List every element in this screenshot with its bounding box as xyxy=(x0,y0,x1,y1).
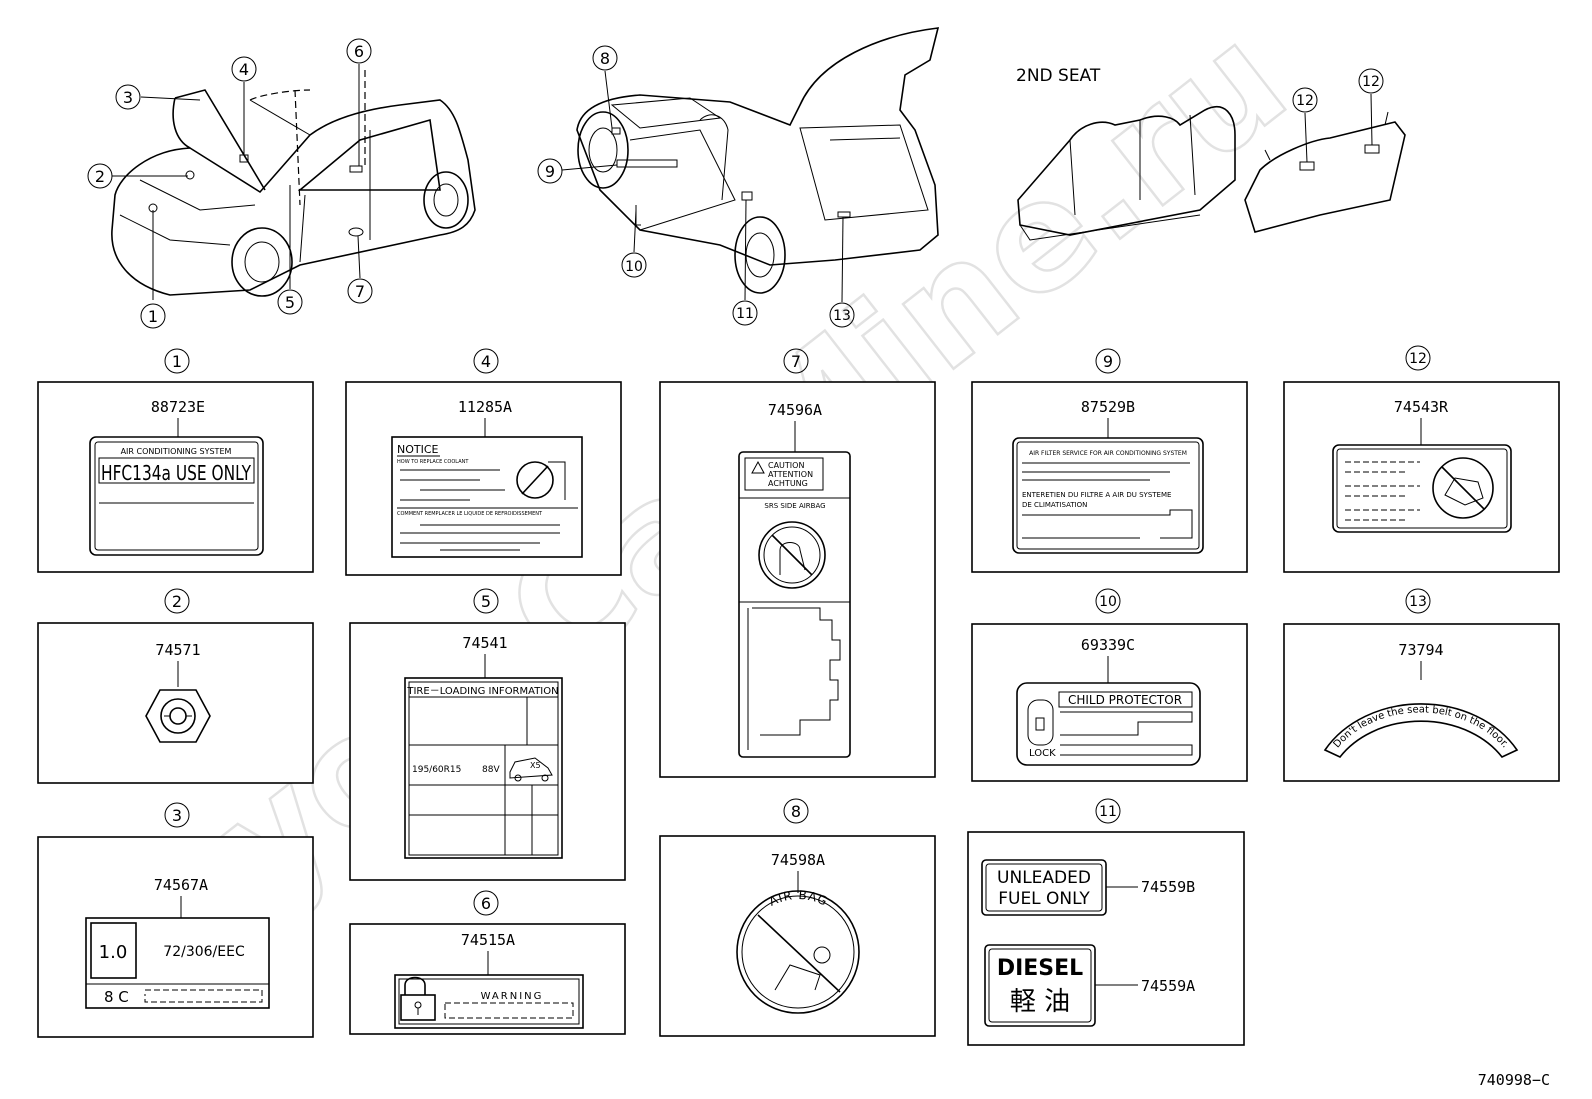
panel-2: 2 74571 xyxy=(37,588,314,784)
callout-8: 8 xyxy=(600,49,610,68)
part-number-74543R: 74543R xyxy=(1394,398,1449,416)
hfc-text: HFC134a USE ONLY xyxy=(101,461,252,485)
panel-4: 4 11285A NOTICE HOW TO REPLACE COOLANT C… xyxy=(345,348,622,576)
notice-sub1: HOW TO REPLACE COOLANT xyxy=(397,459,469,465)
part-number-74596A: 74596A xyxy=(768,401,822,419)
tire-loading-title: TIRE－LOADING INFORMATION xyxy=(406,686,558,697)
callout-13: 13 xyxy=(833,308,851,324)
panel-10-callout: 10 xyxy=(1099,594,1117,610)
panel-5-callout: 5 xyxy=(481,592,491,611)
tire-count: X5 xyxy=(530,761,541,770)
diesel-kanji: 軽 油 xyxy=(1010,987,1070,1017)
bottom-code: 8 C xyxy=(104,988,129,1006)
second-seat-label: 2ND SEAT xyxy=(1016,66,1101,86)
part-number-74571: 74571 xyxy=(155,641,200,659)
part-number-69339C: 69339C xyxy=(1081,636,1135,654)
capacity-value: 1.0 xyxy=(99,942,128,963)
panel-11: 11 UNLEADED FUEL ONLY 74559B DIESEL 軽 油 … xyxy=(967,798,1245,1046)
part-number-74559A: 74559A xyxy=(1141,977,1195,995)
second-seat-illustration: 2ND SEAT xyxy=(1016,66,1406,241)
panel-3: 3 74567A 1.0 72/306/EEC 8 C xyxy=(37,802,314,1038)
diagram-code: 740998−C xyxy=(1478,1071,1550,1089)
panel-9: 9 87529B AIR FILTER SERVICE FOR AIR COND… xyxy=(971,348,1248,573)
panel-9-callout: 9 xyxy=(1103,352,1113,371)
panel-8-callout: 8 xyxy=(791,802,801,821)
callout-3: 3 xyxy=(123,88,133,107)
lock-text: LOCK xyxy=(1029,748,1056,759)
callout-4: 4 xyxy=(239,60,249,79)
part-number-87529B: 87529B xyxy=(1081,398,1135,416)
panel-12: 12 74543R xyxy=(1283,345,1560,573)
callout-1: 1 xyxy=(148,307,158,326)
panel-7: 7 74596A CAUTION ATTENTION ACHTUNG SRS S… xyxy=(659,348,936,778)
panel-8: 8 74598A AIR BAG xyxy=(659,798,936,1037)
diesel-text: DIESEL xyxy=(997,956,1083,981)
callout-6: 6 xyxy=(354,42,364,61)
part-number-74541: 74541 xyxy=(462,634,507,652)
air-filter-text: AIR FILTER SERVICE FOR AIR CONDITIONING … xyxy=(1029,450,1187,457)
part-number-74515A: 74515A xyxy=(461,931,515,949)
car-rear-illustration xyxy=(576,27,940,294)
panel-7-callout: 7 xyxy=(791,352,801,371)
panel-4-callout: 4 xyxy=(481,352,491,371)
part-number-74567A: 74567A xyxy=(154,876,208,894)
child-protector-title: CHILD PROTECTOR xyxy=(1068,693,1182,707)
achtung-text: ACHTUNG xyxy=(768,479,808,488)
panel-12-callout: 12 xyxy=(1409,351,1427,367)
panel-13-callout: 13 xyxy=(1409,594,1427,610)
climatisation-text: DE CLIMATISATION xyxy=(1022,501,1087,509)
eec-code: 72/306/EEC xyxy=(163,944,245,960)
callout-12a: 12 xyxy=(1296,93,1314,109)
callout-2: 2 xyxy=(95,167,105,186)
callout-9: 9 xyxy=(545,162,555,181)
ac-system-text: AIR CONDITIONING SYSTEM xyxy=(121,447,232,456)
panel-10: 10 69339C CHILD PROTECTOR LOCK xyxy=(971,588,1248,782)
part-number-88723E: 88723E xyxy=(151,398,205,416)
part-number-74559B: 74559B xyxy=(1141,878,1195,896)
tire-speed: 88V xyxy=(482,765,500,775)
top-callouts: 1 2 3 4 5 6 7 8 9 10 xyxy=(87,38,1384,329)
callout-10: 10 xyxy=(625,259,643,275)
car-front-illustration xyxy=(111,70,476,297)
panel-3-callout: 3 xyxy=(172,806,182,825)
notice-text: NOTICE xyxy=(397,443,439,456)
attention-text: ATTENTION xyxy=(768,470,813,479)
caution-text: CAUTION xyxy=(768,461,804,470)
entretien-text: ENTERETIEN DU FILTRE A AIR DU SYSTEME xyxy=(1022,491,1171,499)
panel-5: 5 74541 TIRE－LOADING INFORMATION 195/60R… xyxy=(349,588,626,881)
part-number-73794: 73794 xyxy=(1398,641,1443,659)
tire-size: 195/60R15 xyxy=(412,765,461,775)
fuel-only-text: FUEL ONLY xyxy=(998,889,1090,909)
srs-side-airbag-text: SRS SIDE AIRBAG xyxy=(764,502,825,510)
panel-1: 1 88723E AIR CONDITIONING SYSTEM HFC134a… xyxy=(37,348,314,573)
part-number-11285A: 11285A xyxy=(458,398,512,416)
panel-6-callout: 6 xyxy=(481,894,491,913)
panel-6: 6 74515A WARNING xyxy=(349,890,626,1035)
warning-text: WARNING xyxy=(481,991,544,1002)
callout-5: 5 xyxy=(285,293,295,312)
notice-sub2: COMMENT REMPLACER LE LIQUIDE DE REFROIDI… xyxy=(397,511,543,517)
panel-1-callout: 1 xyxy=(172,352,182,371)
panel-11-callout: 11 xyxy=(1099,804,1117,820)
callout-12b: 12 xyxy=(1362,74,1380,90)
callout-11: 11 xyxy=(736,306,754,322)
panel-13: 13 73794 Don't leave the seat belt on th… xyxy=(1283,588,1560,782)
part-number-74598A: 74598A xyxy=(771,851,825,869)
panel-2-callout: 2 xyxy=(172,592,182,611)
callout-7: 7 xyxy=(355,282,365,301)
unleaded-text: UNLEADED xyxy=(997,868,1091,888)
